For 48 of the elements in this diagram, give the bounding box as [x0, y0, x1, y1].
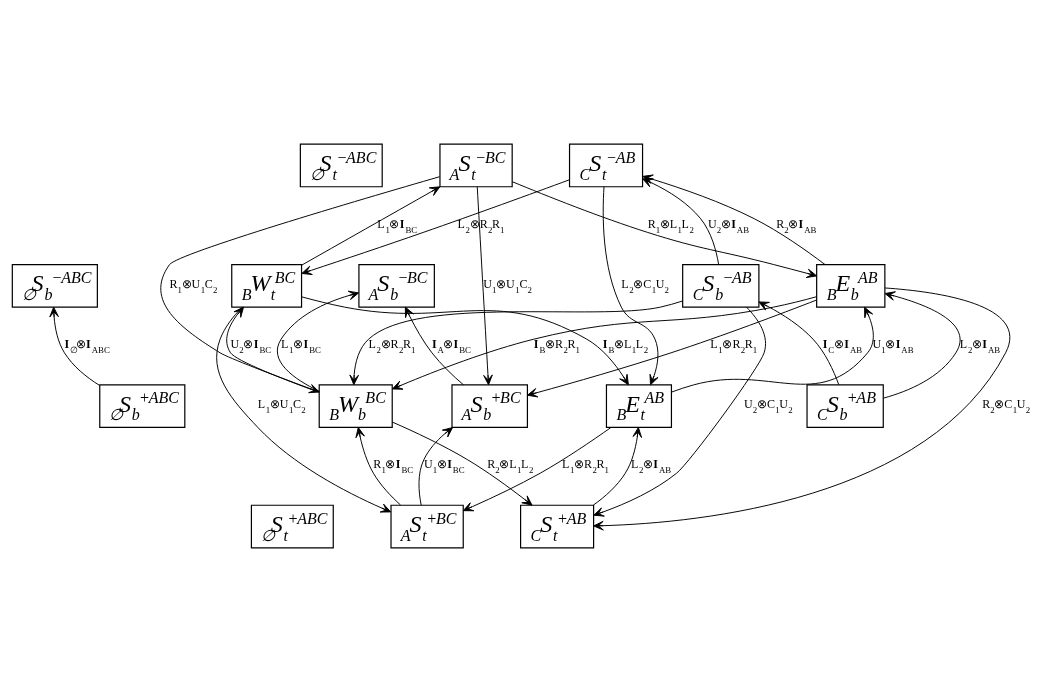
edge-label: U$_{1}$⊗I$_{BC}$	[423, 457, 465, 476]
edge-label: L$_{1}$⊗U$_{1}$C$_{2}$	[257, 397, 306, 416]
edge-label: I$_{B}$⊗L$_{1}$L$_{2}$	[602, 337, 649, 356]
arrow	[526, 299, 818, 398]
edge-label: L$_{2}$⊗I$_{AB}$	[630, 457, 672, 476]
edge-label: R$_{2}$⊗L$_{1}$L$_{2}$	[487, 457, 534, 476]
edge-label: L$_{1}$⊗R$_{2}$R$_{1}$	[561, 457, 609, 476]
arrow	[883, 291, 961, 399]
edge-label: I$_{A}$⊗I$_{BC}$	[431, 337, 471, 356]
arrow	[49, 306, 101, 386]
arrow	[404, 306, 464, 386]
edge-label: R$_{1}$⊗L$_{1}$L$_{2}$	[647, 216, 694, 235]
arrow	[592, 426, 643, 506]
edge-label: L$_{2}$⊗R$_{2}$R$_{1}$	[368, 337, 416, 356]
arrow	[418, 427, 454, 506]
arrow	[476, 186, 493, 386]
arrow	[355, 427, 402, 506]
edge-label: L$_{2}$⊗C$_{1}$U$_{2}$	[621, 276, 670, 295]
edge-label: U$_{2}$⊗I$_{AB}$	[707, 216, 750, 235]
edge-label: U$_{2}$⊗C$_{1}$U$_{2}$	[744, 397, 793, 416]
arrow	[593, 287, 1010, 531]
edge-label: R$_{2}$⊗C$_{1}$U$_{2}$	[982, 397, 1031, 416]
arrow	[593, 306, 766, 517]
arrow	[349, 300, 684, 386]
arrow	[301, 179, 570, 276]
arrow	[602, 186, 659, 386]
edge-label: I$_{∅}$⊗I$_{ABC}$	[64, 337, 110, 356]
arrow	[512, 181, 818, 279]
arrow	[671, 306, 874, 393]
arrow	[462, 426, 612, 512]
edge-label: L$_{1}$⊗I$_{BC}$	[377, 216, 418, 235]
edge-label: L$_{2}$⊗I$_{AB}$	[959, 337, 1001, 356]
arrow	[301, 186, 441, 266]
edge-label: R$_{1}$⊗U$_{1}$C$_{2}$	[169, 276, 218, 295]
edge-label: R$_{1}$⊗I$_{BC}$	[373, 457, 414, 476]
arrow	[216, 306, 392, 513]
edge-label: I$_{B}$⊗R$_{2}$R$_{1}$	[533, 337, 580, 356]
arrow	[758, 301, 840, 386]
arrow	[392, 296, 817, 390]
edge-label: U$_{2}$⊗I$_{BC}$	[230, 337, 272, 356]
arrow	[301, 296, 629, 386]
edge-label: U$_{1}$⊗I$_{AB}$	[872, 337, 914, 356]
edge-label: L$_{1}$⊗R$_{2}$R$_{1}$	[710, 337, 758, 356]
edge-label: R$_{2}$⊗I$_{AB}$	[776, 216, 817, 235]
edge-label: I$_{C}$⊗I$_{AB}$	[822, 337, 863, 356]
edge-label: U$_{1}$⊗U$_{1}$C$_{2}$	[483, 276, 532, 295]
arrow	[391, 421, 533, 506]
edge-label: L$_{1}$⊗I$_{BC}$	[281, 337, 321, 356]
